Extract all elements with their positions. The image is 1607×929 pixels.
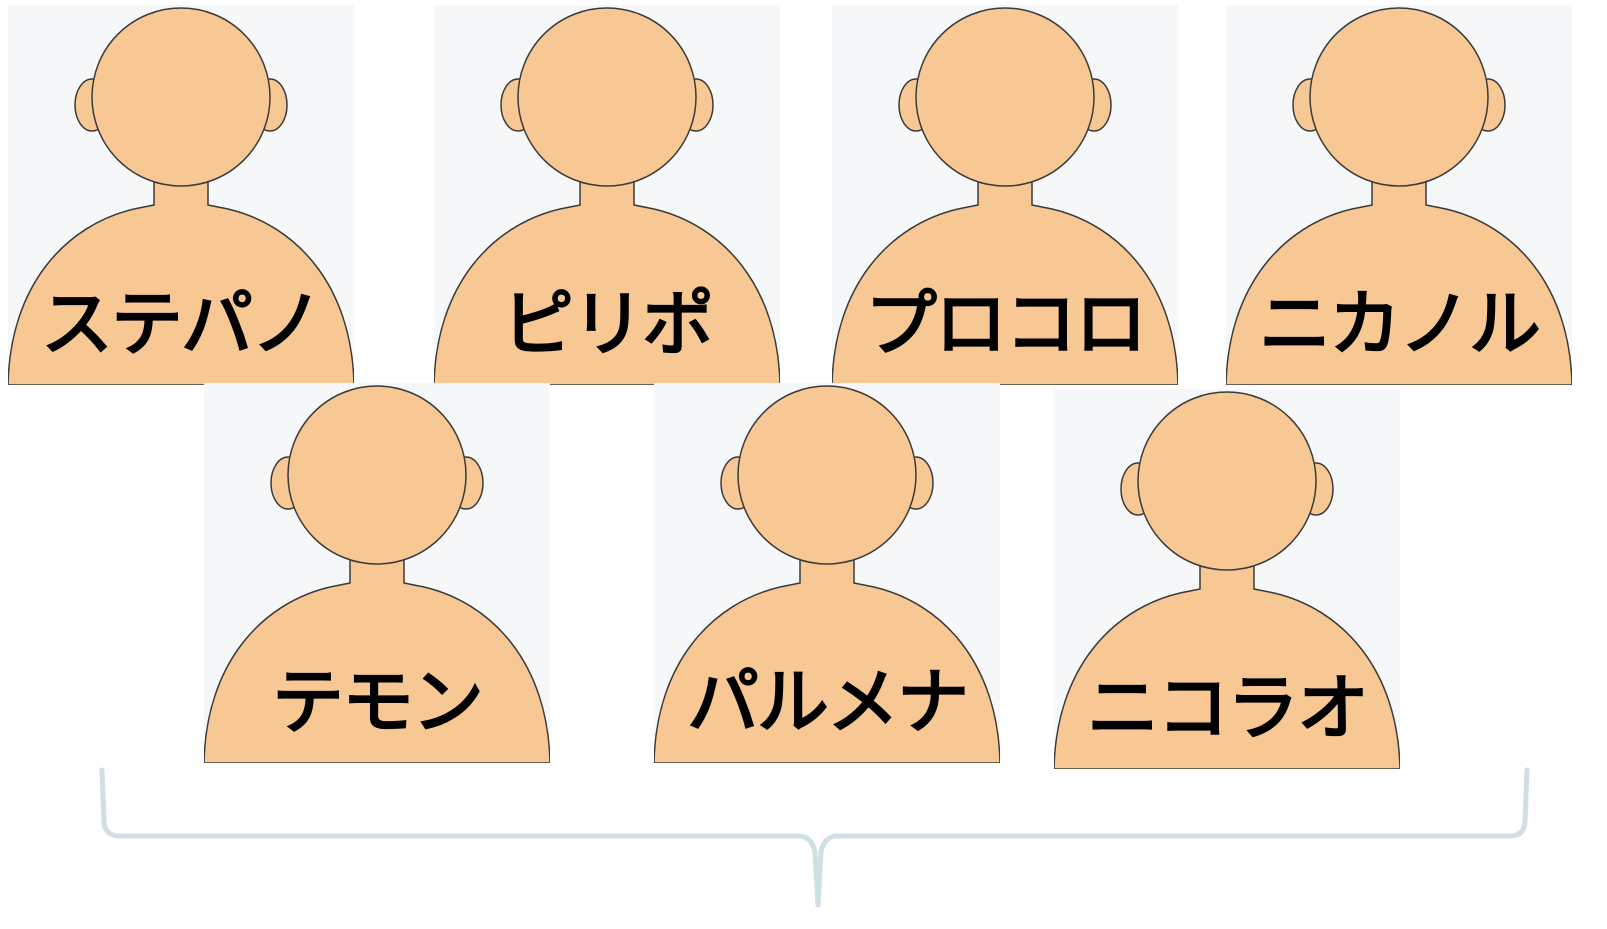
person-card-3: プロコロ bbox=[832, 5, 1178, 385]
person-silhouette-icon bbox=[1226, 7, 1572, 385]
person-silhouette-icon bbox=[654, 385, 1000, 763]
person-card-6: パルメナ bbox=[654, 383, 1000, 763]
person-name: ニコラオ bbox=[1086, 666, 1369, 750]
person-name: テモン bbox=[271, 660, 484, 744]
person-card-2: ピリポ bbox=[434, 5, 780, 385]
person-name: パルメナ bbox=[686, 660, 969, 744]
person-name: ピリポ bbox=[501, 282, 714, 366]
person-silhouette-icon bbox=[832, 7, 1178, 385]
person-card-7: ニコラオ bbox=[1054, 389, 1400, 769]
person-silhouette-icon bbox=[204, 385, 550, 763]
person-name: ニカノル bbox=[1258, 282, 1541, 366]
person-card-4: ニカノル bbox=[1226, 5, 1572, 385]
person-name: プロコロ bbox=[864, 282, 1147, 366]
person-silhouette-icon bbox=[1054, 391, 1400, 769]
person-card-1: ステパノ bbox=[8, 5, 354, 385]
person-silhouette-icon bbox=[8, 7, 354, 385]
person-name: ステパノ bbox=[40, 282, 323, 366]
person-silhouette-icon bbox=[434, 7, 780, 385]
person-card-5: テモン bbox=[204, 383, 550, 763]
